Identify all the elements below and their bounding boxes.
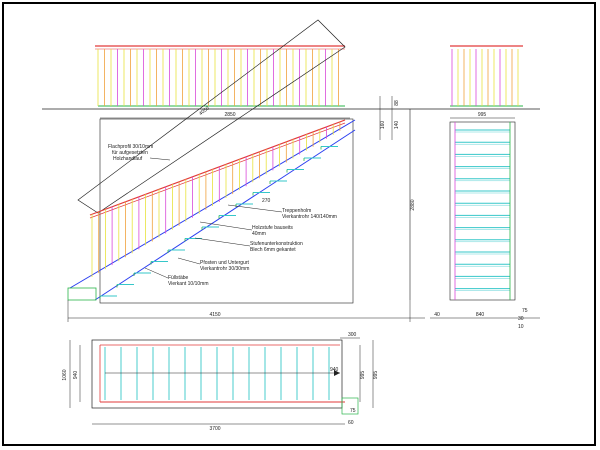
dim-right-top-text: 88 — [394, 100, 400, 106]
stair-handrail — [89, 119, 346, 216]
plan-walk-arrow — [334, 370, 340, 376]
end-dim-r1-text: 75 — [522, 308, 528, 314]
dim-diag-text: 4050 — [198, 105, 211, 117]
leader-stufenunter — [194, 237, 251, 247]
end-view-steps — [454, 122, 511, 300]
label-pfosten: Pfosten und Untergurt Vierkantrohr 30/30… — [200, 260, 250, 272]
plan-dim-length-text: 3700 — [209, 426, 220, 432]
plan-dim-right-a-text: 995 — [360, 371, 366, 380]
plan-dim-left-outer-text: 1060 — [62, 369, 68, 380]
leader-holzstufe — [199, 221, 253, 231]
stair-balusters — [91, 121, 341, 278]
stair-steps — [99, 145, 338, 299]
label-treppenholm: Treppenholm Vierkantrohr 140/140mm — [282, 208, 337, 220]
label-holzstufe: Holzstufe bauseits 40mm — [252, 225, 294, 237]
dim-total-text: 4150 — [209, 312, 220, 318]
label-stufenunter: Stufenunterkonstruktion Blech 6mm gekant… — [250, 241, 304, 253]
label-flachprofil: Flachprofil 30/10mm für aufgesetzten Hol… — [108, 144, 155, 162]
bottom-landing — [67, 287, 97, 301]
plan-dim-bot-right-a-text: 75 — [350, 408, 356, 414]
dim-top-text: 2850 — [224, 112, 235, 118]
end-view-stair-outline — [449, 121, 516, 301]
dim-height-text: 2880 — [410, 199, 416, 210]
leader-fuellstaebe — [144, 267, 169, 279]
plan-view-outline — [91, 339, 343, 409]
plan-dim-right-b-text: 995 — [373, 371, 379, 380]
end-dim-r3-text: 10 — [518, 324, 524, 330]
plan-post-box — [341, 397, 359, 415]
dim-right-mid-b-text: 140 — [394, 121, 400, 130]
end-dim-inner-text: 840 — [476, 312, 485, 318]
leader-pfosten — [177, 257, 201, 265]
plan-dim-left-inner-text: 940 — [73, 371, 79, 380]
end-dim-left-text: 40 — [434, 312, 440, 318]
plan-view-steps — [104, 347, 330, 400]
plan-dim-mid-text: 940 — [330, 367, 339, 373]
upper-railing-elevation — [95, 45, 345, 107]
plan-dim-top-right-text: 300 — [348, 332, 357, 338]
leader-flachprofil — [149, 157, 171, 161]
leader-treppenholm — [227, 204, 283, 213]
diagonal-dimension-box — [77, 19, 346, 214]
end-view-railing — [450, 45, 523, 107]
end-dim-width-text: 995 — [478, 112, 487, 118]
dim-step-text: 270 — [262, 198, 271, 204]
dim-right-mid-a-text: 160 — [380, 121, 386, 130]
end-dim-r2-text: 30 — [518, 316, 524, 322]
drawing-frame — [2, 2, 596, 446]
plan-dim-bot-right-b-text: 60 — [348, 420, 354, 426]
label-fuellstaebe: Füllstäbe Vierkant 10/10mm — [168, 275, 208, 287]
